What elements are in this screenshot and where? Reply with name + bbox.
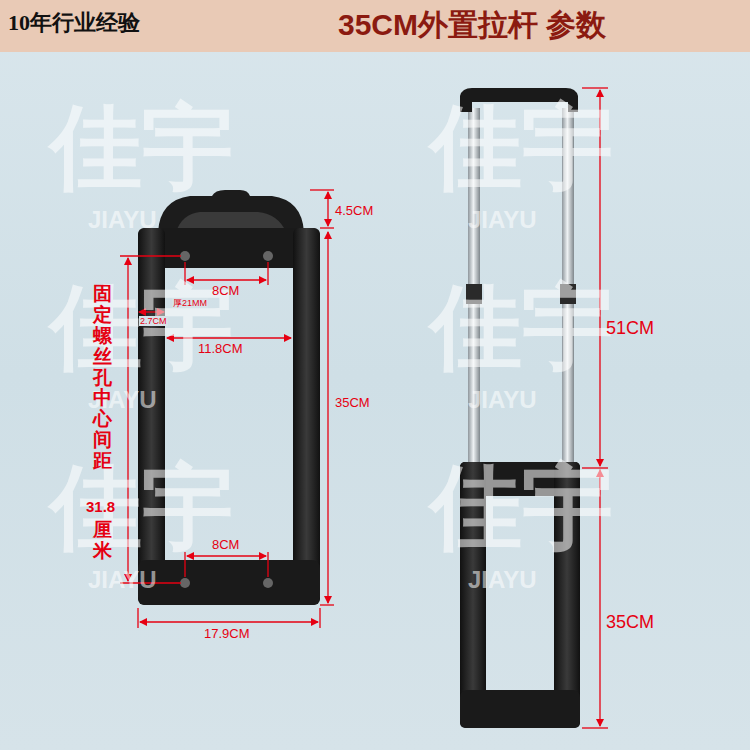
watermark-logo: 佳宇 — [430, 275, 614, 381]
watermark-text: JIAYU — [88, 566, 156, 594]
banner-text: 10年行业经验 — [8, 10, 140, 35]
dimension-label: 厚21MM — [172, 298, 208, 308]
dimension-label: 8CM — [212, 538, 239, 553]
vertical-note: 31.8 — [86, 498, 115, 515]
watermark-text: JIAYU — [88, 206, 156, 234]
dimension-label: 51CM — [606, 318, 654, 339]
watermark-logo: 佳宇 — [50, 455, 234, 561]
vertical-note: 厘米 — [93, 520, 112, 562]
watermark-logo: 佳宇 — [50, 275, 234, 381]
dimension-label: 35CM — [335, 396, 370, 411]
watermark-logo: 佳宇 — [430, 455, 614, 561]
page-title: 35CM外置拉杆 参数 — [338, 8, 606, 43]
watermark-text: JIAYU — [468, 386, 536, 414]
dimension-label: 17.9CM — [204, 627, 250, 642]
watermark-text: JIAYU — [468, 566, 536, 594]
dimension-label: 2.7CM — [139, 316, 168, 326]
dimension-label: 4.5CM — [335, 204, 373, 219]
dimension-label: 11.8CM — [198, 342, 243, 357]
watermark-text: JIAYU — [468, 206, 536, 234]
watermark-logo: 佳宇 — [50, 95, 234, 201]
watermark-logo: 佳宇 — [430, 95, 614, 201]
dimension-label: 35CM — [606, 612, 654, 633]
vertical-note: 固定螺丝孔中心间距 — [93, 284, 112, 472]
dimension-label: 8CM — [212, 284, 239, 299]
